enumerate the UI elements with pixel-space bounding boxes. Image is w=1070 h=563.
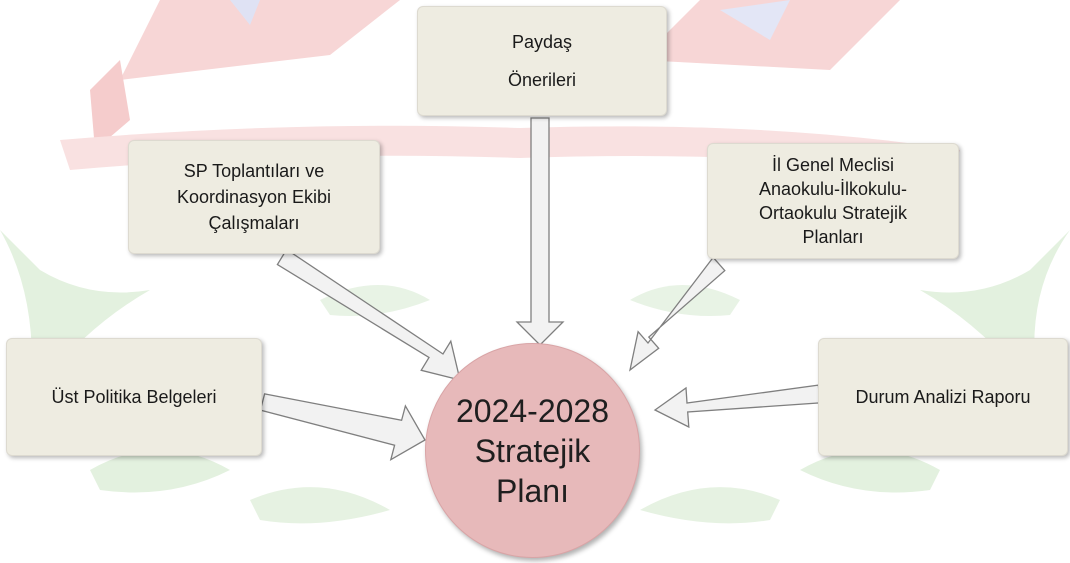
input-box-paydas-onerileri: Paydaş Önerileri [417, 6, 667, 116]
arrow-sp-to-center [276, 248, 461, 381]
input-box-label: SP Toplantıları ve Koordinasyon Ekibi Ça… [176, 161, 332, 233]
watermark-red-band [60, 125, 960, 175]
watermark-green-right-3 [640, 487, 780, 524]
input-box-label: İl Genel Meclisi Anaokulu-İlkokulu- Orta… [758, 155, 908, 247]
arrow-paydas-to-center [515, 117, 565, 346]
arrow-durum-to-center [653, 384, 821, 429]
center-label: 2024-2028 Stratejik Planı [455, 392, 610, 509]
input-box-il-genel-meclisi: İl Genel Meclisi Anaokulu-İlkokulu- Orta… [707, 143, 959, 259]
watermark-green-left-2 [90, 450, 230, 493]
watermark-green-right-2 [800, 450, 940, 493]
input-box-ust-politika-belgeleri: Üst Politika Belgeleri [6, 338, 262, 456]
input-box-label: Paydaş Önerileri [507, 32, 577, 90]
input-box-durum-analizi-raporu: Durum Analizi Raporu [818, 338, 1068, 456]
watermark-green-left-3 [250, 487, 390, 524]
arrow-il-to-center [629, 256, 726, 372]
arrow-ust-to-center [259, 393, 426, 462]
input-box-label: Durum Analizi Raporu [855, 387, 1031, 407]
watermark-blue-2 [720, 0, 790, 40]
watermark-blue [230, 0, 260, 25]
input-box-label: Üst Politika Belgeleri [51, 387, 217, 407]
watermark-red-left-curve [90, 60, 130, 150]
watermark-red-top [120, 0, 400, 80]
center-circle-stratejik-plan: 2024-2028 Stratejik Planı [425, 343, 640, 558]
input-box-sp-toplantilari: SP Toplantıları ve Koordinasyon Ekibi Ça… [128, 140, 380, 254]
